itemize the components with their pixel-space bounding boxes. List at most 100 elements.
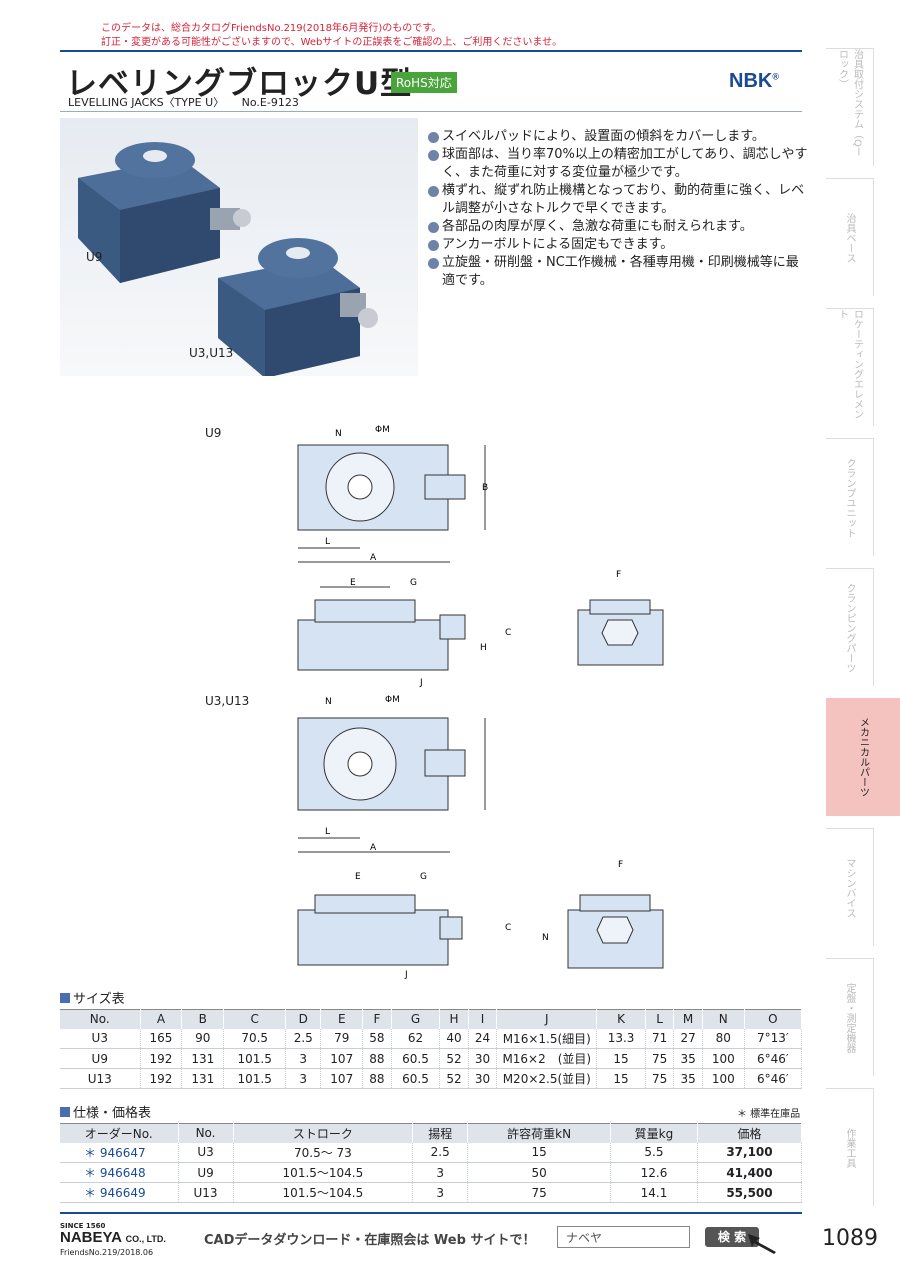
sidebar-tab[interactable]: マシンバイス <box>826 828 874 946</box>
dim-e: E <box>350 578 356 588</box>
cell: 165 <box>140 1028 183 1049</box>
dim-g: G <box>410 578 417 588</box>
search-input[interactable]: ナベヤ <box>557 1226 690 1248</box>
col-header: B <box>181 1009 225 1029</box>
feature-item: アンカーボルトによる固定もできます。 <box>428 236 808 254</box>
cell: 101.5 <box>223 1068 287 1089</box>
cell: 75 <box>467 1182 611 1203</box>
spec-table-heading: 仕様・価格表 <box>60 1102 151 1121</box>
cell: 75 <box>645 1068 675 1089</box>
cell: 3 <box>412 1182 469 1203</box>
cell: M16×1.5(細目) <box>496 1028 598 1049</box>
feature-item: スイベルパッドにより、設置面の傾斜をカバーします。 <box>428 128 808 146</box>
dim-b: B <box>482 483 488 493</box>
since-text: SINCE 1560 <box>60 1222 106 1230</box>
sidebar-tab-active[interactable]: メカニカルパーツ <box>826 698 900 816</box>
order-number-link[interactable]: ＊ 946649 <box>60 1182 179 1203</box>
company-logo: NABEYA CO., LTD. <box>60 1229 166 1246</box>
cell: 80 <box>702 1028 745 1049</box>
stock-note: ＊ 標準在庫品 <box>737 1109 801 1120</box>
search-button-label: 検 索 <box>717 1230 747 1244</box>
dim-j: J <box>419 678 423 688</box>
catalog-edition: FriendsNo.219/2018.06 <box>60 1248 154 1257</box>
cell: 3 <box>412 1162 469 1183</box>
search-button[interactable]: 検 索 <box>705 1227 759 1247</box>
cell: 70.5 <box>223 1028 287 1049</box>
col-header: N <box>702 1009 745 1029</box>
u9-side-view: E G C H J <box>297 578 511 688</box>
cell: 101.5～104.5 <box>233 1182 414 1203</box>
cell: 6°46′ <box>744 1068 803 1089</box>
col-header: L <box>645 1009 675 1029</box>
cell: 50 <box>467 1162 611 1183</box>
col-header: G <box>391 1009 441 1029</box>
sidebar-tab[interactable]: 治具取付システム（Qーロック） <box>826 48 874 166</box>
sidebar-tab[interactable]: 治具ベース <box>826 178 874 296</box>
col-header: 価格 <box>697 1123 803 1143</box>
sidebar-tab[interactable]: クランプユニット <box>826 438 874 556</box>
col-header: H <box>439 1009 469 1029</box>
col-header: K <box>596 1009 646 1029</box>
cell: 90 <box>181 1028 225 1049</box>
order-number-link[interactable]: ＊ 946648 <box>60 1162 179 1183</box>
u3-front-view: F N <box>542 860 664 969</box>
cell: 70.5～ 73 <box>233 1142 414 1163</box>
sidebar-tab[interactable]: ロケーティングエレメント <box>826 308 874 426</box>
order-number-link[interactable]: ＊ 946647 <box>60 1142 179 1163</box>
col-header: M <box>673 1009 703 1029</box>
u9-front-view: F <box>577 570 664 666</box>
product-photo: U9 U3,U13 <box>60 118 418 378</box>
cell: 5.5 <box>610 1142 698 1163</box>
cell: M16×2 (並目) <box>496 1048 598 1069</box>
cell: 52 <box>439 1068 469 1089</box>
cell: 107 <box>320 1068 364 1089</box>
price-cell: 55,500 <box>697 1182 803 1203</box>
feature-list: スイベルパッドにより、設置面の傾斜をカバーします。 球面部は、当り率70%以上の… <box>428 128 808 290</box>
cell: 2.5 <box>412 1142 469 1163</box>
dim-a: A <box>370 553 377 563</box>
col-header: ストローク <box>233 1123 414 1143</box>
cell: 75 <box>645 1048 675 1069</box>
feature-item: 横ずれ、縦ずれ防止機構となっており、動的荷重に強く、レベル調整が小さなトルクで早… <box>428 182 808 218</box>
col-header: O <box>744 1009 803 1029</box>
cell: U9 <box>178 1162 234 1183</box>
dim-c: C <box>505 628 511 638</box>
cell: 100 <box>702 1068 745 1089</box>
english-title: LEVELLING JACKS〈TYPE U〉 <box>68 96 225 109</box>
u9-top-view: B L A N ΦM <box>297 425 488 563</box>
size-table-heading: サイズ表 <box>60 988 125 1007</box>
cell: 88 <box>362 1048 392 1069</box>
col-header: C <box>223 1009 287 1029</box>
dim-phi-m: ΦM <box>375 425 390 435</box>
feature-item: 球面部は、当り率70%以上の精密加工がしてあり、調芯しやすく、また荷重に対する変… <box>428 146 808 182</box>
cell: 60.5 <box>391 1068 441 1089</box>
u3-top-view: L A N ΦM <box>297 695 486 853</box>
cell: 3 <box>285 1048 322 1069</box>
dim-e: E <box>355 872 361 882</box>
price-cell: 37,100 <box>697 1142 803 1163</box>
cad-download-text: CADデータダウンロード・在庫照会は Web サイトで！ <box>204 1233 536 1248</box>
notice-line-1: このデータは、総合カタログFriendsNo.219(2018年6月発行)のもの… <box>101 23 442 34</box>
cell: 131 <box>181 1048 225 1069</box>
cell: 52 <box>439 1048 469 1069</box>
dim-phi-m: ΦM <box>385 695 400 705</box>
photo-label-u3-u13: U3,U13 <box>189 346 234 360</box>
sidebar-tab[interactable]: 定盤・測定機器 <box>826 958 874 1076</box>
col-header: J <box>496 1009 598 1029</box>
sidebar-tab[interactable]: クランピングパーツ <box>826 568 874 686</box>
product-photo-drawing <box>78 142 378 378</box>
cell: 60.5 <box>391 1048 441 1069</box>
drawing-label-u3-u13: U3,U13 <box>205 694 250 708</box>
cell: U3 <box>60 1028 141 1049</box>
cell: U13 <box>178 1182 234 1203</box>
cell: 15 <box>467 1142 611 1163</box>
dim-f: F <box>618 860 623 870</box>
cell: 30 <box>468 1048 498 1069</box>
cell: 15 <box>596 1048 646 1069</box>
cell: 107 <box>320 1048 364 1069</box>
sidebar-tab[interactable]: 作業工具 <box>826 1088 874 1206</box>
u3-side-view: E G C J <box>297 872 511 980</box>
